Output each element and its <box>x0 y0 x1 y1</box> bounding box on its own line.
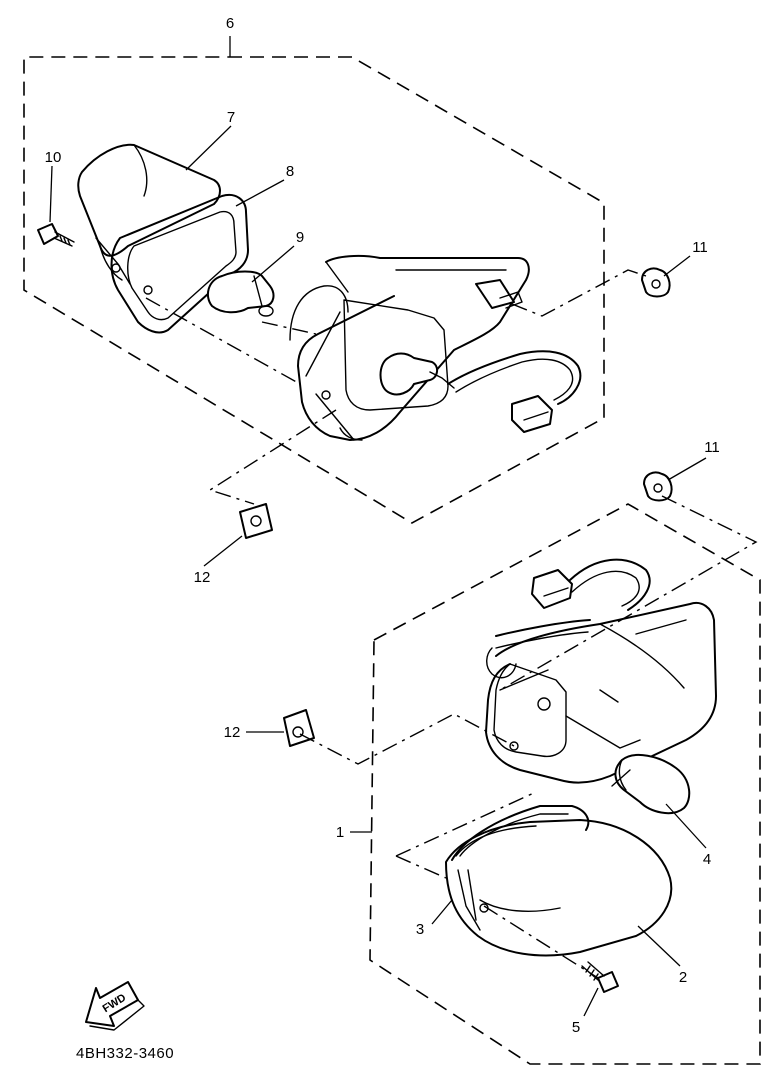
callout-1: 1 <box>336 824 344 841</box>
callout-8: 8 <box>286 163 294 180</box>
upper-socket-stud <box>475 279 523 309</box>
lower-clip <box>283 709 315 747</box>
callout-6: 6 <box>226 15 234 32</box>
drawing-code: 4BH332-3460 <box>76 1045 174 1062</box>
lower-housing <box>485 602 717 784</box>
callout-12-upper: 12 <box>194 569 211 586</box>
upper-assembly-boundary <box>23 36 605 524</box>
upper-wire-connector <box>447 350 582 433</box>
callout-4: 4 <box>703 851 711 868</box>
lower-assembly-boundary <box>350 503 761 1065</box>
leader-lines <box>49 125 707 1017</box>
lower-nut <box>643 471 673 502</box>
upper-nut <box>641 267 671 298</box>
lower-chain-lines <box>299 495 758 979</box>
upper-clip <box>239 503 273 539</box>
callout-11-upper: 11 <box>692 239 708 256</box>
callout-12-lower: 12 <box>224 724 241 741</box>
callout-10: 10 <box>45 149 62 166</box>
upper-housing <box>289 254 530 441</box>
upper-screw <box>37 223 75 247</box>
callout-7: 7 <box>227 109 235 126</box>
lower-wire-connector <box>495 558 651 649</box>
upper-lens <box>77 143 221 285</box>
lower-screw <box>581 961 619 993</box>
callout-5: 5 <box>572 1019 580 1036</box>
callout-3: 3 <box>416 921 424 938</box>
callout-2: 2 <box>679 969 687 986</box>
forward-arrow-icon: FWD <box>85 981 145 1031</box>
lower-lens <box>445 819 673 957</box>
callout-9: 9 <box>296 229 304 246</box>
lower-gasket <box>451 805 590 931</box>
upper-bulb <box>206 270 275 317</box>
callout-11-lower: 11 <box>704 439 720 456</box>
upper-chain-lines <box>145 269 647 505</box>
lower-bulb <box>611 753 691 815</box>
